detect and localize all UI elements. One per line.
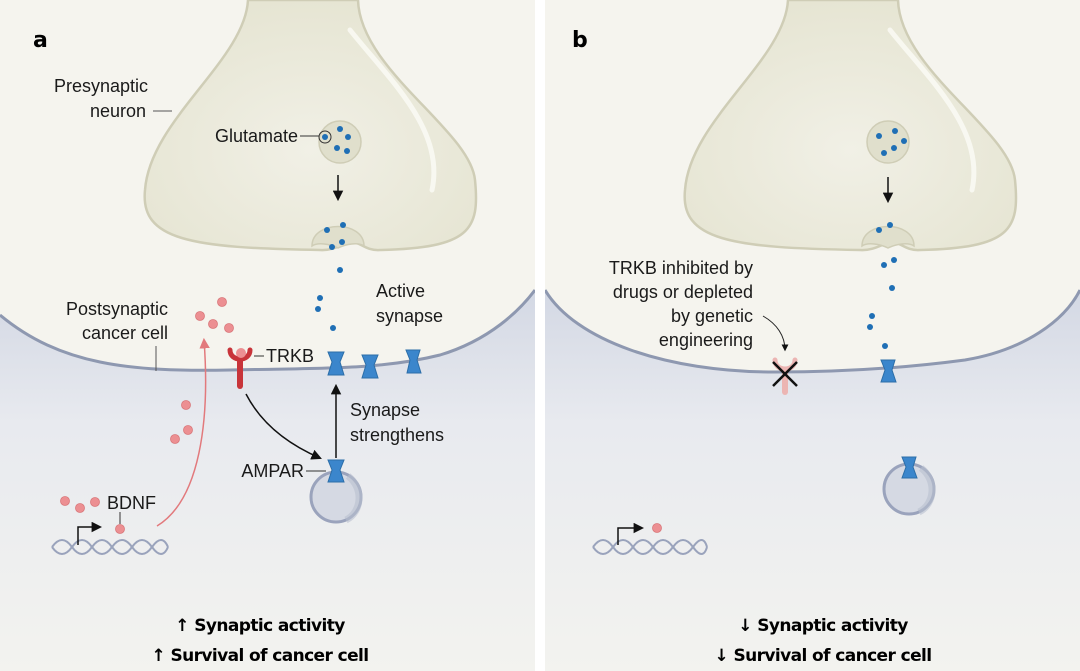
down-arrow-icon: ↓ <box>715 646 729 666</box>
synaptic-vesicle <box>866 120 910 164</box>
up-arrow-icon: ↑ <box>152 646 166 666</box>
presynaptic-label-1: Presynaptic <box>54 76 148 96</box>
ampar-vesicle-receptor <box>327 459 345 483</box>
glutamate-molecules <box>867 257 897 349</box>
synapse-strengthens-label-1: Synapse <box>350 400 420 420</box>
panel-b-diagram: b TRKB inhibited by drugs or depleted by… <box>545 0 1080 671</box>
postsynaptic-cell <box>0 290 535 671</box>
trkb-receptor <box>227 347 253 389</box>
postsynaptic-membrane <box>545 289 1080 374</box>
glutamate-molecules <box>315 239 345 331</box>
summary-b-line-2: ↓ Survival of cancer cell <box>715 646 932 666</box>
bdnf-secretion-arrow <box>156 337 210 527</box>
postsynaptic-membrane <box>0 289 535 372</box>
summary-a-line-2: ↑ Survival of cancer cell <box>152 646 369 666</box>
ampar-label: AMPAR <box>241 461 304 481</box>
ampar-membrane-1 <box>327 351 345 376</box>
postsynaptic-label-1: Postsynaptic <box>66 299 168 319</box>
inhibited-label-1: TRKB inhibited by <box>609 258 753 278</box>
panel-a: a Presynaptic neuron Glutamate Active sy… <box>0 0 535 671</box>
summary-a: ↑ Synaptic activity ↑ Survival of cancer… <box>152 616 370 666</box>
panel-letter-b: b <box>572 28 588 53</box>
panel-letter-a: a <box>33 28 48 53</box>
ampar-membrane-2 <box>361 354 379 379</box>
inhibited-label-2: drugs or depleted <box>613 282 753 302</box>
bdnf-molecules <box>60 297 234 534</box>
trkb-label: TRKB <box>266 346 314 366</box>
presynaptic-neuron <box>143 0 478 252</box>
active-synapse-label-2: synapse <box>376 306 443 326</box>
postsynaptic-cell <box>545 290 1080 671</box>
panel-a-diagram: a Presynaptic neuron Glutamate Active sy… <box>0 0 535 671</box>
bdnf-label: BDNF <box>107 493 156 513</box>
inhibition-arrow <box>762 315 789 352</box>
inhibited-label-4: engineering <box>659 330 753 350</box>
presynaptic-label-2: neuron <box>90 101 146 121</box>
synapse-strengthens-label-2: strengthens <box>350 425 444 445</box>
summary-b: ↓ Synaptic activity ↓ Survival of cancer… <box>715 616 933 666</box>
ampar-vesicle-receptor <box>901 456 918 479</box>
dna-helix <box>51 539 169 555</box>
bdnf-molecule <box>652 523 662 533</box>
summary-a-line-1: ↑ Synaptic activity <box>175 616 345 636</box>
panel-b: b TRKB inhibited by drugs or depleted by… <box>545 0 1080 671</box>
postsynaptic-label-2: cancer cell <box>82 323 168 343</box>
glutamate-label: Glutamate <box>215 126 298 146</box>
up-arrow-icon: ↑ <box>175 616 189 636</box>
down-arrow-icon: ↓ <box>738 616 752 636</box>
summary-b-line-1: ↓ Synaptic activity <box>738 616 908 636</box>
blocked-x-icon <box>772 361 798 387</box>
ampar-membrane-3 <box>405 349 422 374</box>
ampar-membrane <box>880 359 897 383</box>
dna-helix <box>592 539 708 555</box>
inhibited-label-3: by genetic <box>671 306 753 326</box>
promoter-arrow <box>77 521 103 545</box>
promoter-arrow <box>617 522 645 545</box>
synaptic-vesicle <box>318 120 362 164</box>
fusing-vesicle <box>861 225 915 249</box>
trkb-to-ampar-arrow <box>245 393 322 460</box>
active-synapse-label-1: Active <box>376 281 425 301</box>
presynaptic-neuron <box>683 0 1018 252</box>
